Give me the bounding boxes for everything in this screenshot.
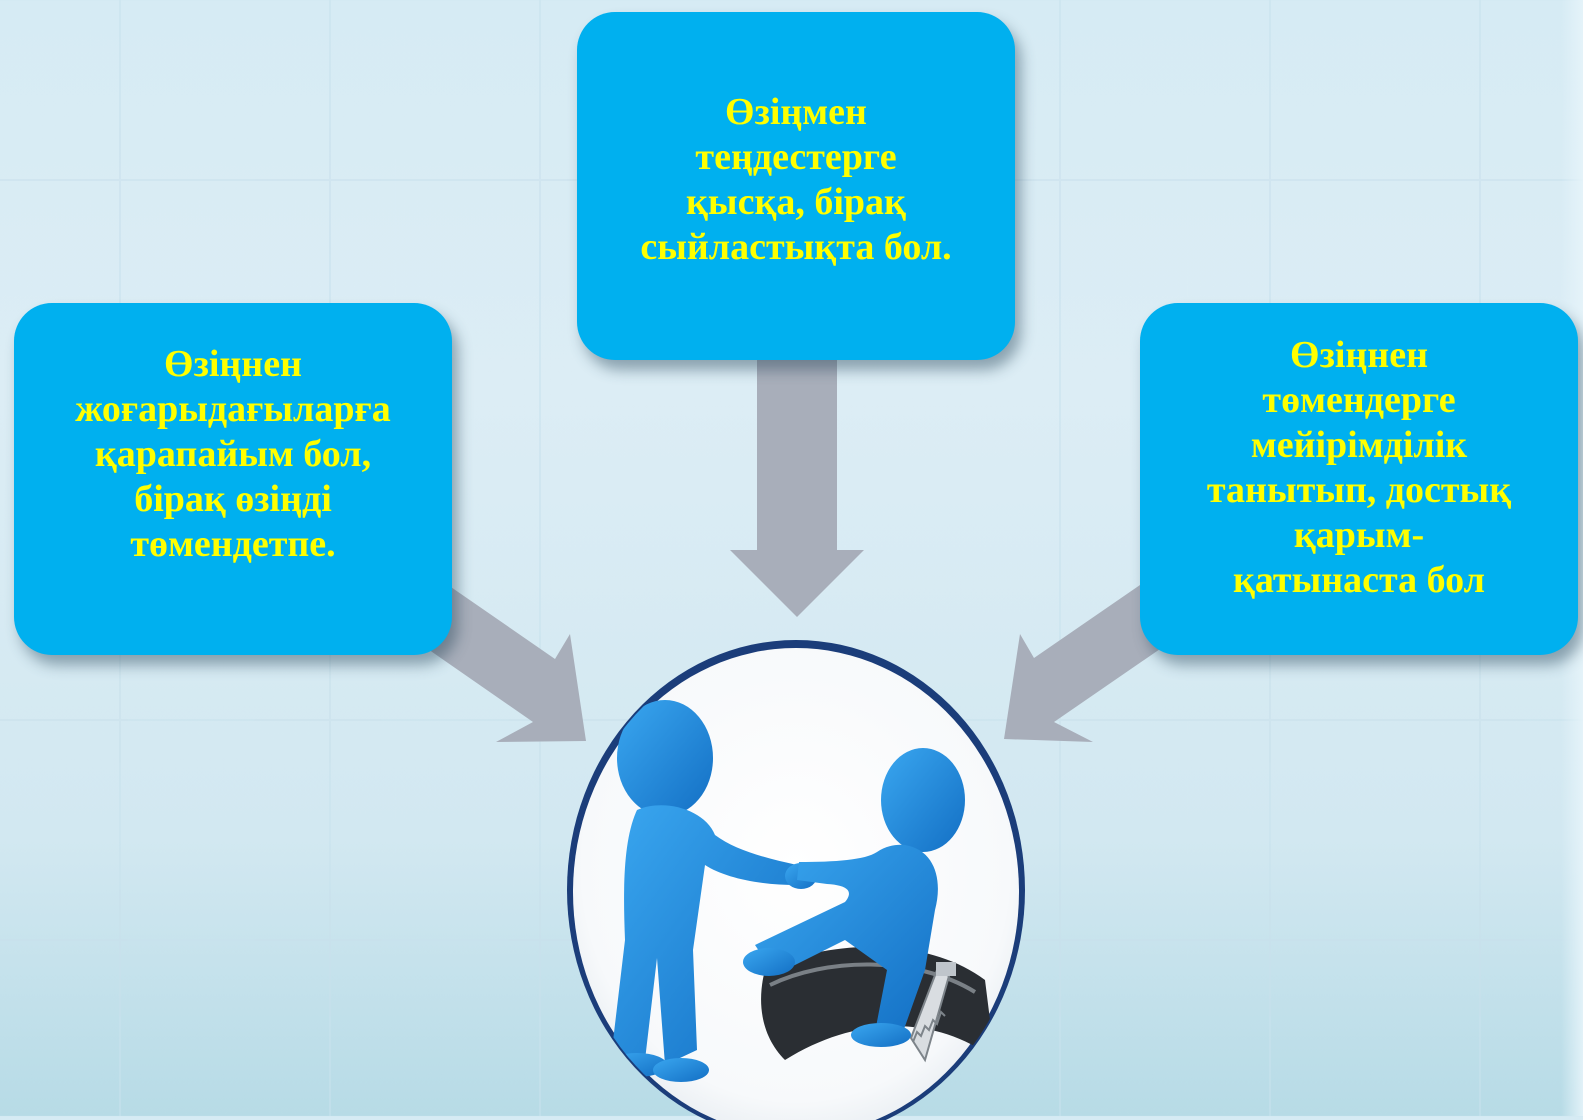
principle-text-left: Өзіңнен жоғарыдағыларға қарапайым бол, б… (75, 342, 391, 565)
principle-box-center: Өзіңмен теңдестерге қысқа, бірақ сыйласт… (577, 12, 1015, 360)
principle-text-center: Өзіңмен теңдестерге қысқа, бірақ сыйласт… (640, 91, 952, 268)
arrow-down-center (730, 360, 864, 617)
principle-text-right: Өзіңнен төмендерге мейірімділік танытып,… (1206, 334, 1512, 601)
arrow-left-to-center (412, 585, 586, 742)
saw-icon (909, 962, 956, 1063)
principle-box-right: Өзіңнен төмендерге мейірімділік танытып,… (1140, 303, 1578, 655)
figure-right (743, 748, 965, 1047)
arrow-right-to-center (1004, 585, 1176, 742)
handshake-illustration (567, 640, 1025, 1120)
principle-box-left: Өзіңнен жоғарыдағыларға қарапайым бол, б… (14, 303, 452, 655)
